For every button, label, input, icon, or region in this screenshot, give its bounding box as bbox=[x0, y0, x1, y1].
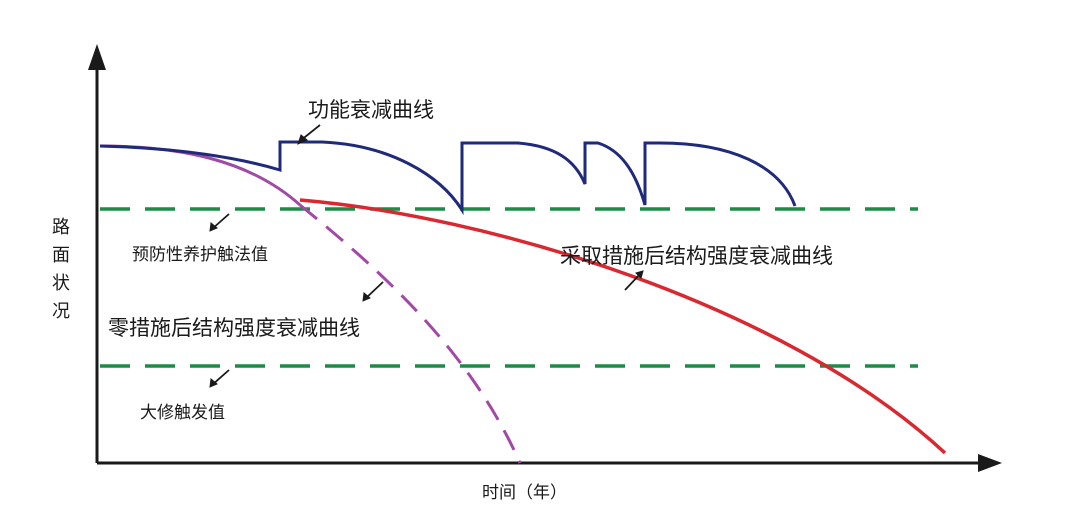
untreated-label-arrowhead bbox=[362, 292, 371, 302]
functional-curve-label: 功能衰减曲线 bbox=[308, 98, 434, 122]
y-axis-label-char: 路 bbox=[52, 217, 70, 238]
x-axis-label: 时间（年） bbox=[482, 483, 567, 503]
y-axis-label-char: 状 bbox=[52, 273, 70, 294]
y-axis-label: 路 面 状 况 bbox=[50, 214, 72, 326]
treated-label-arrowhead bbox=[635, 270, 644, 279]
preventive-label-arrowhead bbox=[209, 222, 218, 232]
preventive-threshold-label: 预防性养护触法值 bbox=[132, 245, 268, 265]
functional-decay-curve bbox=[99, 140, 797, 216]
functional-label-arrowhead bbox=[297, 134, 308, 145]
major-repair-label-arrowhead bbox=[209, 378, 218, 388]
major-repair-threshold-label: 大修触发值 bbox=[140, 403, 225, 423]
x-axis-arrow bbox=[978, 454, 1002, 472]
y-axis-label-char: 况 bbox=[52, 301, 70, 322]
untreated-decay-curve-dashed bbox=[299, 203, 522, 464]
untreated-curve-label: 零措施后结构强度衰减曲线 bbox=[108, 316, 360, 340]
treated-decay-curve bbox=[299, 198, 947, 455]
y-axis-arrow bbox=[88, 44, 106, 70]
treated-curve-label: 采取措施后结构强度衰减曲线 bbox=[560, 244, 833, 268]
y-axis-label-char: 面 bbox=[52, 245, 70, 266]
